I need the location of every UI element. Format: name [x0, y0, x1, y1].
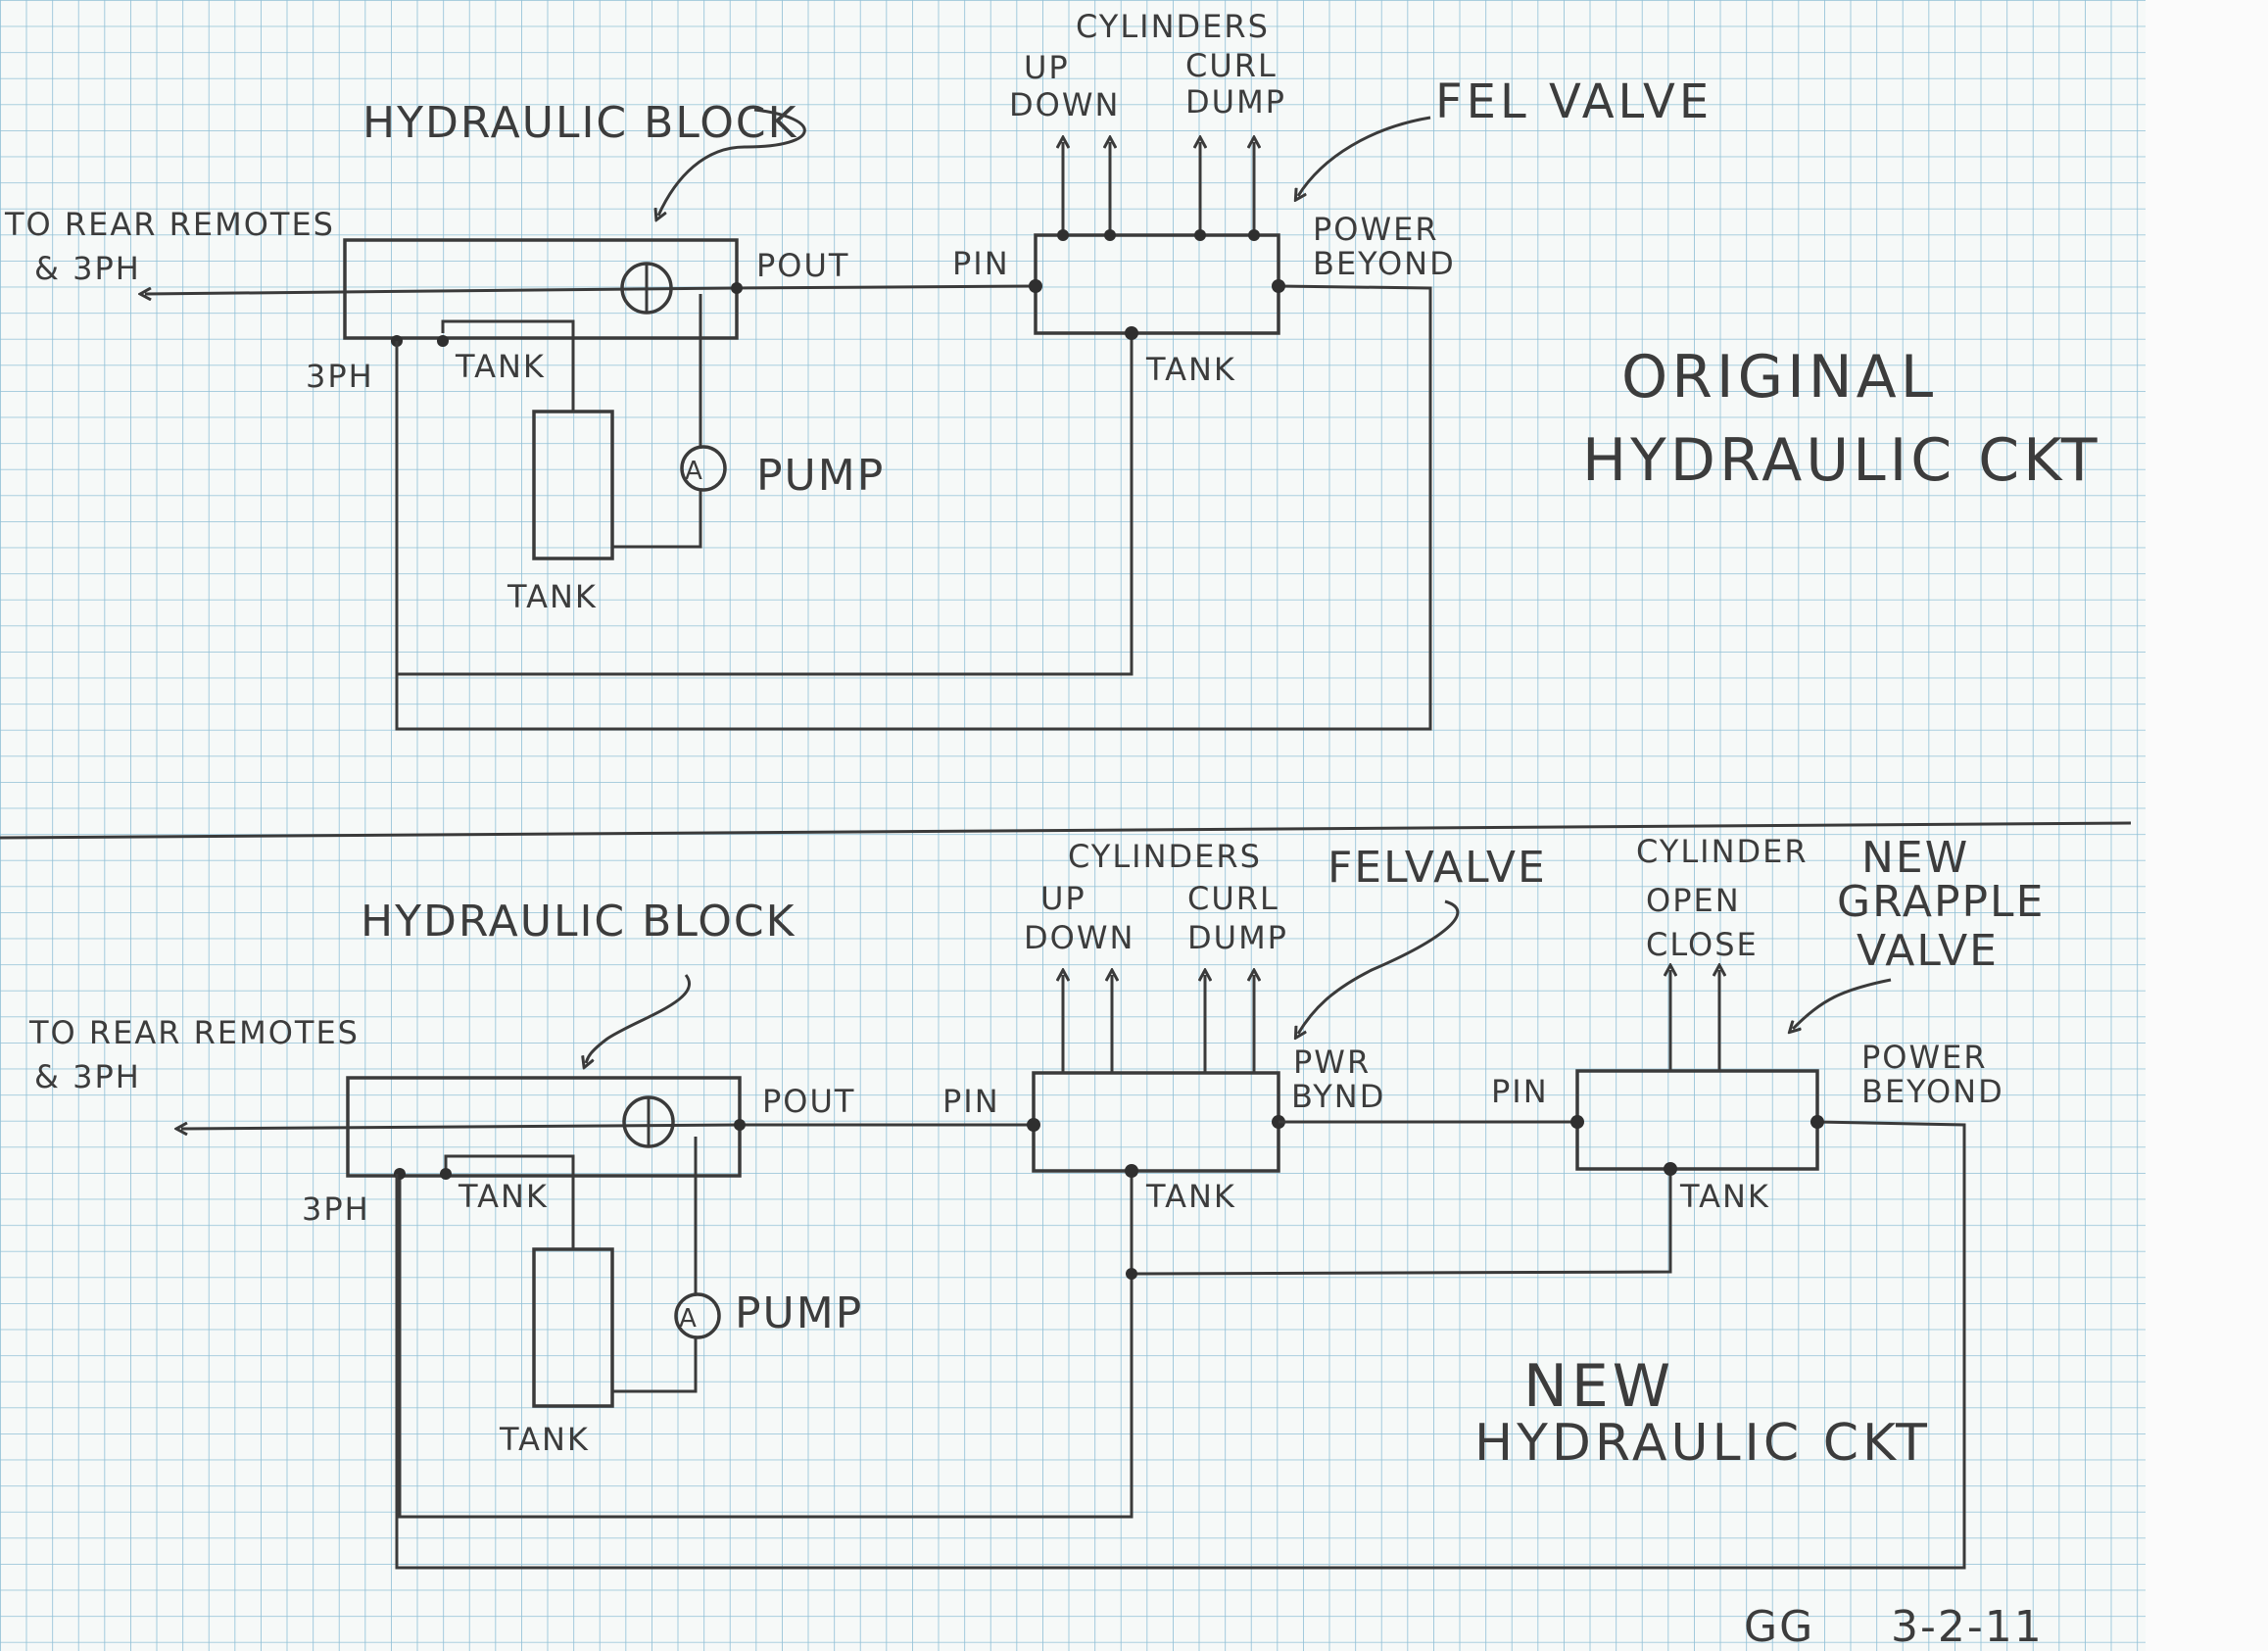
- orig-label-power: POWER: [1313, 211, 1439, 248]
- new-label-grapple-3: VALVE: [1857, 926, 1999, 976]
- orig-pout-to-pin: [736, 284, 1037, 290]
- new-label-dump: DUMP: [1187, 919, 1288, 956]
- new-label-grapple-cylinder: CYLINDER: [1636, 833, 1809, 870]
- orig-power-beyond-return: [395, 284, 1432, 731]
- new-label-grapple-tank: TANK: [1679, 1178, 1770, 1215]
- new-title-line1: NEW: [1523, 1352, 1674, 1421]
- orig-label-hydraulic-block: HYDRAULIC BLOCK: [362, 98, 797, 148]
- new-label-grapple-2: GRAPPLE: [1837, 877, 2045, 927]
- new-pout-port: [734, 1119, 746, 1131]
- orig-label-curl: CURL: [1185, 47, 1278, 84]
- new-tank: [532, 1247, 614, 1408]
- new-label-tank-port: TANK: [458, 1178, 549, 1215]
- orig-label-fel-tank: TANK: [1145, 351, 1236, 388]
- orig-label-tank: TANK: [507, 578, 598, 615]
- new-fel-tank-port: [1125, 1164, 1138, 1178]
- orig-cylinder-ports: [1057, 142, 1260, 241]
- orig-fel-tank-port: [1125, 326, 1138, 340]
- new-label-beyond: BEYOND: [1861, 1073, 2004, 1110]
- new-tank-line: [444, 1154, 575, 1249]
- orig-tank-line: [441, 319, 575, 412]
- new-label-bynd: BYND: [1291, 1078, 1385, 1115]
- new-label-up: UP: [1040, 880, 1086, 917]
- signature-date: 3-2-11: [1891, 1602, 2044, 1651]
- new-circuit: HYDRAULIC BLOCK TO REAR REMOTES & 3PH 3P…: [28, 833, 2045, 1570]
- orig-fel-pin-port: [1029, 279, 1042, 293]
- new-label-pout: POUT: [762, 1083, 855, 1120]
- new-label-to-rear-1: TO REAR REMOTES: [28, 1014, 360, 1051]
- new-label-tank: TANK: [499, 1421, 590, 1458]
- new-label-grapple-pin: PIN: [1491, 1073, 1549, 1110]
- paper-margin: [2146, 0, 2268, 1651]
- new-label-curl: CURL: [1187, 880, 1279, 917]
- new-tank-port: [440, 1168, 452, 1180]
- orig-fel-power-beyond-port: [1272, 279, 1285, 293]
- orig-tank-port: [437, 335, 449, 347]
- orig-fel-pointer-arrow: [1298, 116, 1431, 196]
- orig-line-to-rear: [145, 286, 736, 294]
- new-grapple-tank-return: [1131, 1171, 1672, 1276]
- orig-label-3ph: 3PH: [306, 358, 374, 395]
- new-grapple-pointer-arrow: [1793, 978, 1892, 1029]
- orig-label-fel-valve: FEL VALVE: [1435, 74, 1713, 129]
- new-label-fel-tank: TANK: [1145, 1178, 1236, 1215]
- orig-label-pump: PUMP: [756, 451, 885, 501]
- new-line-to-rear: [181, 1125, 741, 1129]
- orig-block-pointer-arrow: [658, 108, 806, 216]
- new-power-beyond-return: [395, 1120, 1966, 1570]
- signature-initials: GG: [1744, 1602, 1814, 1651]
- new-block-pointer-arrow: [586, 974, 691, 1063]
- orig-label-cylinders: CYLINDERS: [1076, 8, 1270, 45]
- orig-pump-symbol: [680, 445, 727, 492]
- new-label-to-rear-2: & 3PH: [34, 1058, 141, 1095]
- orig-tank-to-pump: [612, 490, 702, 549]
- new-label-open: OPEN: [1646, 882, 1741, 919]
- new-pump-letter: A: [679, 1304, 699, 1334]
- new-grapple-pin-port: [1570, 1115, 1584, 1129]
- new-fel-pointer-arrow: [1298, 899, 1460, 1034]
- new-fel-pin-port: [1027, 1118, 1040, 1132]
- new-label-grapple-1: NEW: [1861, 833, 1969, 883]
- new-label-pwr: PWR: [1293, 1044, 1371, 1081]
- orig-title-line1: ORIGINAL: [1621, 343, 1937, 412]
- new-label-cylinders: CYLINDERS: [1068, 838, 1262, 875]
- new-title-line2: HYDRAULIC CKT: [1474, 1414, 1931, 1473]
- new-tank-to-pump: [612, 1337, 698, 1393]
- new-label-close: CLOSE: [1646, 926, 1759, 963]
- new-label-pin: PIN: [942, 1083, 1000, 1120]
- section-divider: [0, 821, 2132, 840]
- new-pump-symbol: [674, 1292, 721, 1339]
- orig-label-dump: DUMP: [1185, 83, 1286, 121]
- orig-tank: [532, 410, 614, 560]
- new-tank-junction: [1126, 1268, 1137, 1280]
- new-label-fel-valve: FELVALVE: [1327, 843, 1547, 893]
- new-fel-tank-return: [398, 1171, 1134, 1519]
- new-grapple-power-beyond-port: [1810, 1115, 1824, 1129]
- new-label-power: POWER: [1861, 1039, 1988, 1076]
- orig-label-up: UP: [1024, 49, 1070, 86]
- orig-label-to-rear-1: TO REAR REMOTES: [4, 206, 335, 243]
- orig-label-to-rear-2: & 3PH: [34, 250, 141, 287]
- new-grapple-tank-port: [1664, 1162, 1677, 1176]
- orig-label-down: DOWN: [1009, 86, 1120, 123]
- orig-label-pin: PIN: [952, 245, 1010, 282]
- new-grapple-cylinder-ports: [1670, 970, 1719, 1071]
- original-circuit: HYDRAULIC BLOCK TO REAR REMOTES & 3PH 3P…: [4, 8, 2101, 731]
- orig-label-pout: POUT: [756, 247, 849, 284]
- new-label-hydraulic-block: HYDRAULIC BLOCK: [361, 897, 796, 947]
- orig-title-line2: HYDRAULIC CKT: [1582, 426, 2101, 495]
- orig-pump-letter: A: [685, 457, 704, 486]
- new-label-down: DOWN: [1024, 919, 1134, 956]
- new-fel-cylinder-ports: [1063, 975, 1254, 1073]
- orig-pout-port: [731, 282, 743, 294]
- orig-label-tank-port: TANK: [455, 348, 546, 385]
- new-label-3ph: 3PH: [302, 1190, 370, 1228]
- orig-label-beyond: BEYOND: [1313, 245, 1456, 282]
- new-label-pump: PUMP: [735, 1288, 863, 1338]
